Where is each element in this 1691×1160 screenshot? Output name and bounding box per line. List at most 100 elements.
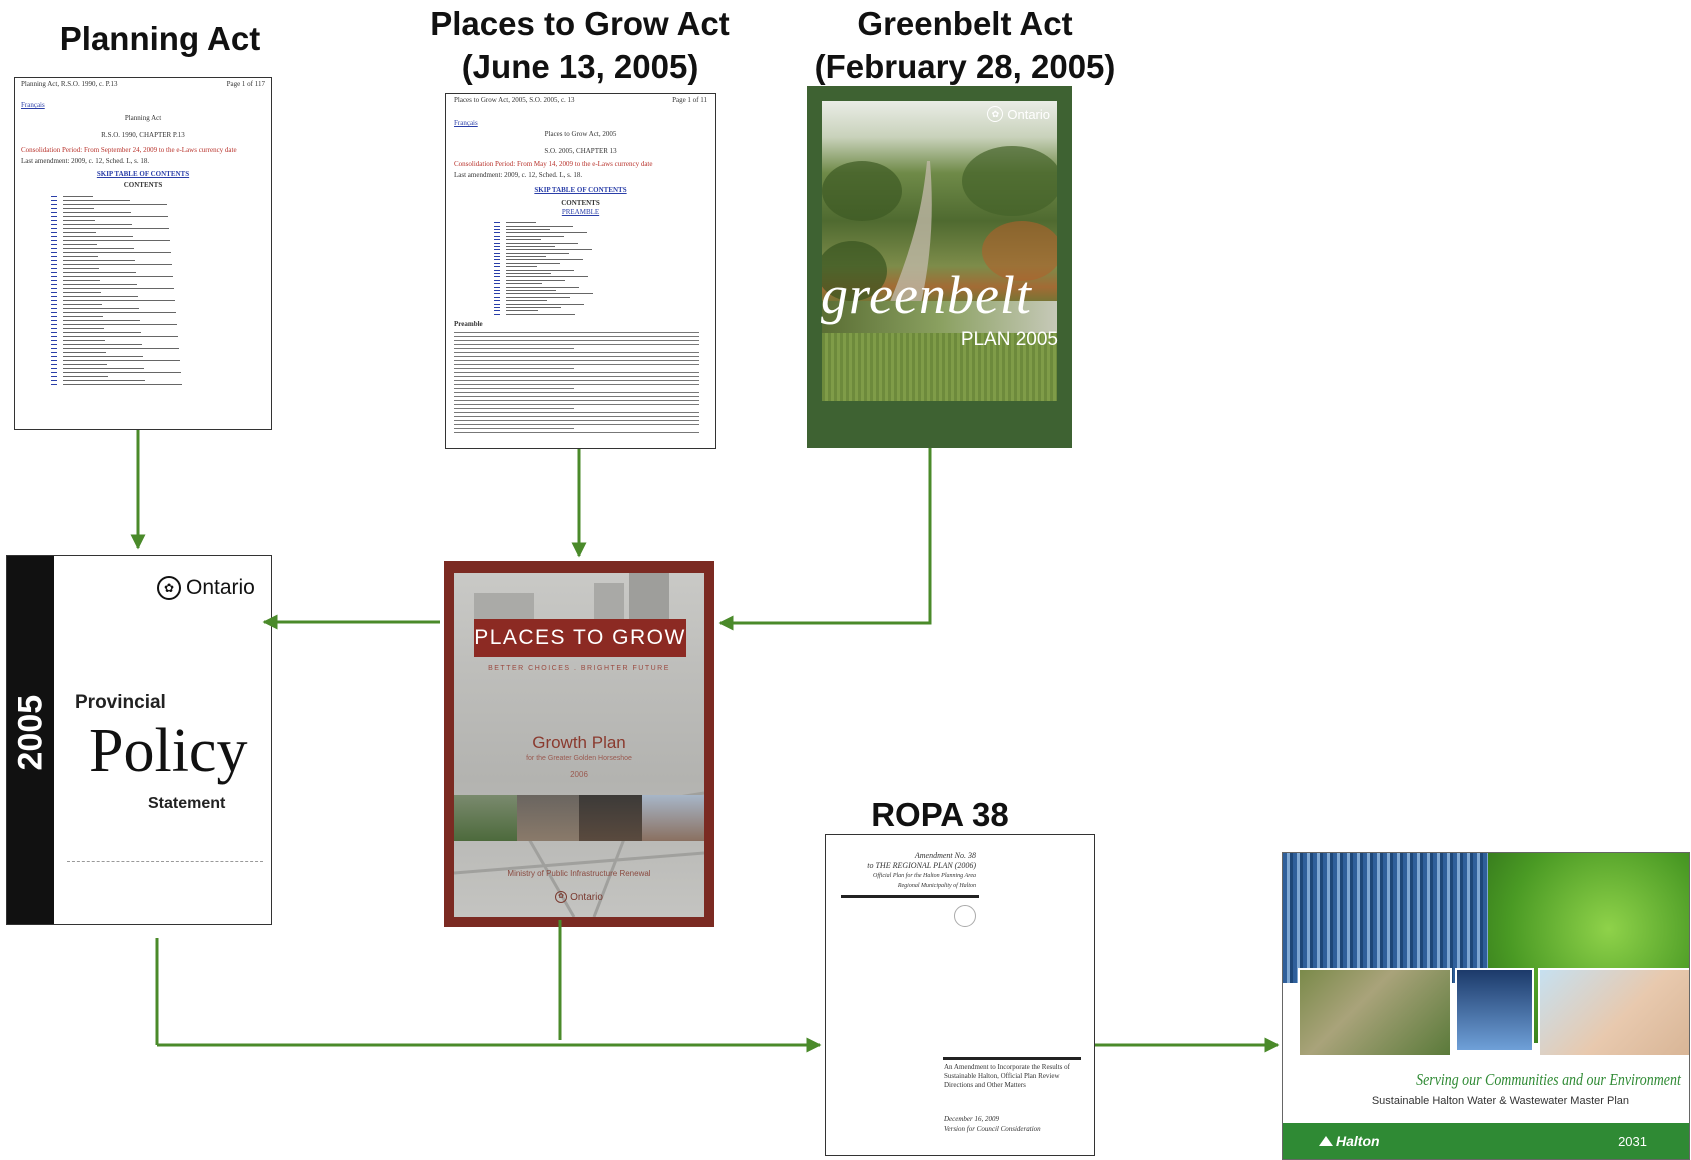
text-line <box>51 314 265 318</box>
text-line <box>51 222 265 226</box>
text-line <box>51 290 265 294</box>
line-mark <box>63 311 176 313</box>
francais-link[interactable]: Français <box>21 101 45 109</box>
year-sidebar <box>7 556 54 924</box>
line-mark <box>506 235 564 237</box>
line-number-mark <box>51 259 57 261</box>
line-mark <box>63 375 108 377</box>
line-mark <box>63 215 168 217</box>
line-number-mark <box>51 379 57 381</box>
paragraph-line <box>454 331 699 333</box>
line-mark <box>506 249 592 251</box>
growth-plan-inner: PLACES TO GROW BETTER CHOICES . BRIGHTER… <box>454 573 704 917</box>
line-number-mark <box>51 255 57 257</box>
ontario-wordmark: Ontario <box>186 576 255 599</box>
line-mark <box>63 279 100 281</box>
toc-lines <box>51 194 265 386</box>
line-number-mark <box>51 319 57 321</box>
preamble-link[interactable]: PREAMBLE <box>561 208 600 216</box>
line-number-mark <box>51 327 57 329</box>
paragraph-line <box>454 419 699 421</box>
line-number-mark <box>51 287 57 289</box>
consolidation-period: Consolidation Period: From May 14, 2009 … <box>454 160 653 168</box>
line-mark <box>63 267 99 269</box>
text-line <box>494 262 707 265</box>
line-mark <box>63 239 170 241</box>
line-number-mark <box>494 313 500 315</box>
line-mark <box>63 227 169 229</box>
line-mark <box>63 263 172 265</box>
line-mark <box>63 255 98 257</box>
line-number-mark <box>494 290 500 291</box>
line-number-mark <box>51 343 57 345</box>
text-line <box>494 292 707 295</box>
greenbelt-act-heading: Greenbelt Act (February 28, 2005) <box>780 2 1150 88</box>
line-mark <box>63 359 180 361</box>
doc-title: Places to Grow Act, 2005 <box>544 130 617 138</box>
line-number-mark <box>51 299 57 301</box>
text-line <box>494 255 707 258</box>
greenbelt-subtitle: PLAN 2005 <box>960 329 1058 350</box>
ministry-label: Ministry of Public Infrastructure Renewa… <box>507 869 651 878</box>
line-mark <box>506 259 583 261</box>
line-number-mark <box>494 273 500 275</box>
text-line <box>51 318 265 322</box>
line-number-mark <box>494 266 500 268</box>
paragraph-line <box>454 423 699 425</box>
text-line <box>51 350 265 354</box>
text-line <box>494 313 707 316</box>
halton-footer-bar <box>1283 1123 1689 1159</box>
text-line <box>51 310 265 314</box>
paragraph-line <box>454 391 699 393</box>
line-number-mark <box>51 243 57 245</box>
text-line <box>51 282 265 286</box>
places-to-grow-act-heading: Places to Grow Act (June 13, 2005) <box>390 2 770 88</box>
text-line <box>51 358 265 362</box>
halton-logo-icon <box>1319 1136 1333 1146</box>
francais-link[interactable]: Français <box>454 119 478 127</box>
line-number-mark <box>494 262 500 264</box>
ontario-logo: ✿ Ontario <box>987 106 1050 122</box>
line-number-mark <box>494 249 500 251</box>
text-line <box>51 346 265 350</box>
paragraph-line <box>454 367 574 369</box>
photo-train <box>454 795 517 841</box>
line-number-mark <box>51 311 57 313</box>
paragraph-line <box>454 399 699 401</box>
line-number-mark <box>51 363 57 365</box>
text-line <box>51 258 265 262</box>
line-number-mark <box>51 263 57 265</box>
text-line <box>494 265 707 268</box>
toc-link[interactable]: SKIP TABLE OF CONTENTS <box>96 170 190 178</box>
line-mark <box>506 269 574 271</box>
text-line <box>494 279 707 282</box>
line-number-mark <box>494 286 500 288</box>
paragraph-line <box>454 403 699 405</box>
line-mark <box>506 262 560 264</box>
line-number-mark <box>51 271 57 273</box>
line-number-mark <box>51 199 57 201</box>
text-line <box>494 258 707 261</box>
policy-label: Policy <box>89 717 248 785</box>
line-mark <box>63 315 103 317</box>
halton-logo: Halton <box>1319 1133 1380 1149</box>
text-line <box>494 224 707 227</box>
line-number-mark <box>51 279 57 281</box>
line-number-mark <box>51 371 57 373</box>
line-number-mark <box>51 195 57 197</box>
text-line <box>494 285 707 288</box>
places-act-heading-line1: Places to Grow Act <box>430 5 730 42</box>
toc-link[interactable]: SKIP TABLE OF CONTENTS <box>534 186 627 194</box>
places-to-grow-act-document: Places to Grow Act, 2005, S.O. 2005, c. … <box>445 93 716 449</box>
line-mark <box>63 327 104 329</box>
line-mark <box>506 293 593 295</box>
line-number-mark <box>51 211 57 213</box>
line-mark <box>506 300 547 302</box>
line-number-mark <box>51 307 57 309</box>
statement-label: Statement <box>148 795 226 812</box>
text-line <box>51 198 265 202</box>
text-line <box>51 302 265 306</box>
paragraph-line <box>454 379 699 381</box>
line-mark <box>63 259 135 261</box>
line-number-mark <box>494 225 500 227</box>
